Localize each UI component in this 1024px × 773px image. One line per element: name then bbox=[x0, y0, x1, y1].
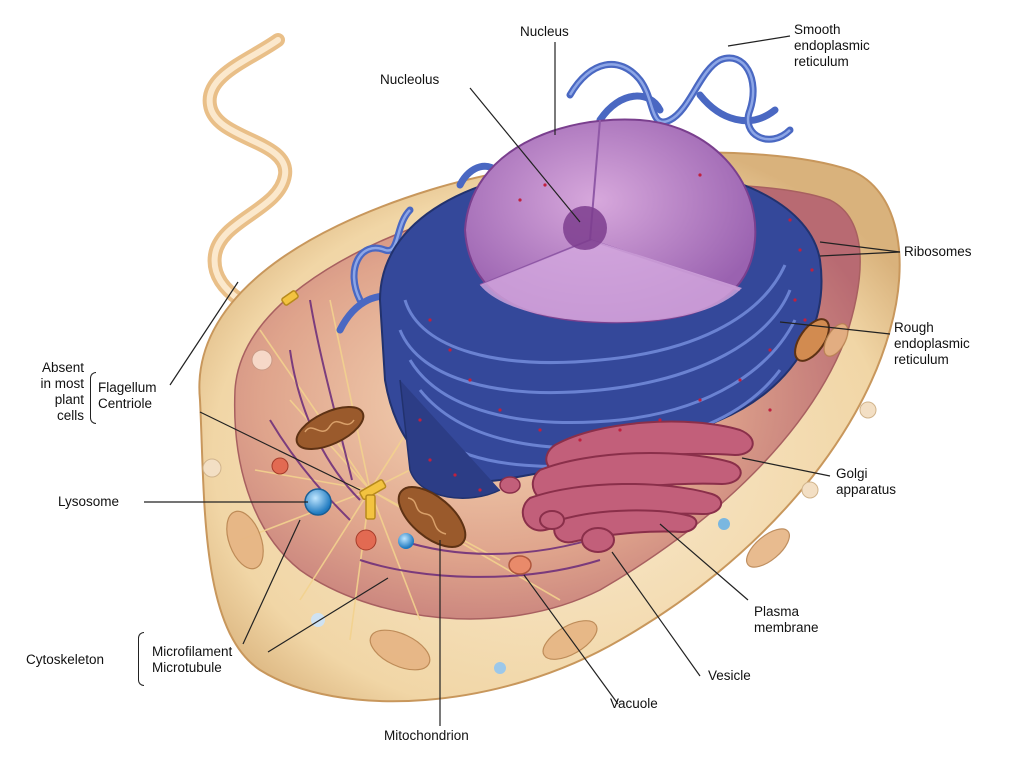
absent-brace bbox=[90, 372, 96, 424]
label-lysosome: Lysosome bbox=[58, 494, 120, 509]
label-golgi: Golgi apparatus bbox=[836, 466, 897, 497]
leader-lines bbox=[144, 35, 901, 726]
nucleus-shape bbox=[463, 118, 757, 324]
label-ribosomes: Ribosomes bbox=[904, 244, 972, 259]
vesicles bbox=[499, 476, 615, 575]
label-nucleolus: Nucleolus bbox=[380, 72, 440, 87]
ribosome-dots bbox=[418, 173, 814, 492]
label-plasma-membrane: Plasma membrane bbox=[754, 604, 819, 635]
label-vesicle: Vesicle bbox=[708, 668, 751, 683]
label-rough-er: Rough endoplasmic reticulum bbox=[894, 320, 970, 367]
lysosome-shape bbox=[304, 488, 332, 516]
label-cytoskeleton-parts: Microfilament Microtubule bbox=[152, 644, 233, 675]
small-organelles bbox=[202, 349, 877, 674]
label-smooth-er: Smooth endoplasmic reticulum bbox=[794, 22, 870, 69]
centriole-shape bbox=[281, 290, 387, 520]
nucleolus-shape bbox=[563, 206, 607, 250]
label-flagellum-centriole: Flagellum Centriole bbox=[98, 380, 157, 411]
label-nucleus: Nucleus bbox=[520, 24, 569, 39]
label-mitochondrion: Mitochondrion bbox=[384, 728, 469, 743]
label-cytoskeleton: Cytoskeleton bbox=[26, 652, 105, 667]
label-vacuole: Vacuole bbox=[610, 696, 658, 711]
cytoskeleton-brace bbox=[138, 632, 144, 686]
label-absent-note: Absent in most plant cells bbox=[40, 360, 84, 423]
